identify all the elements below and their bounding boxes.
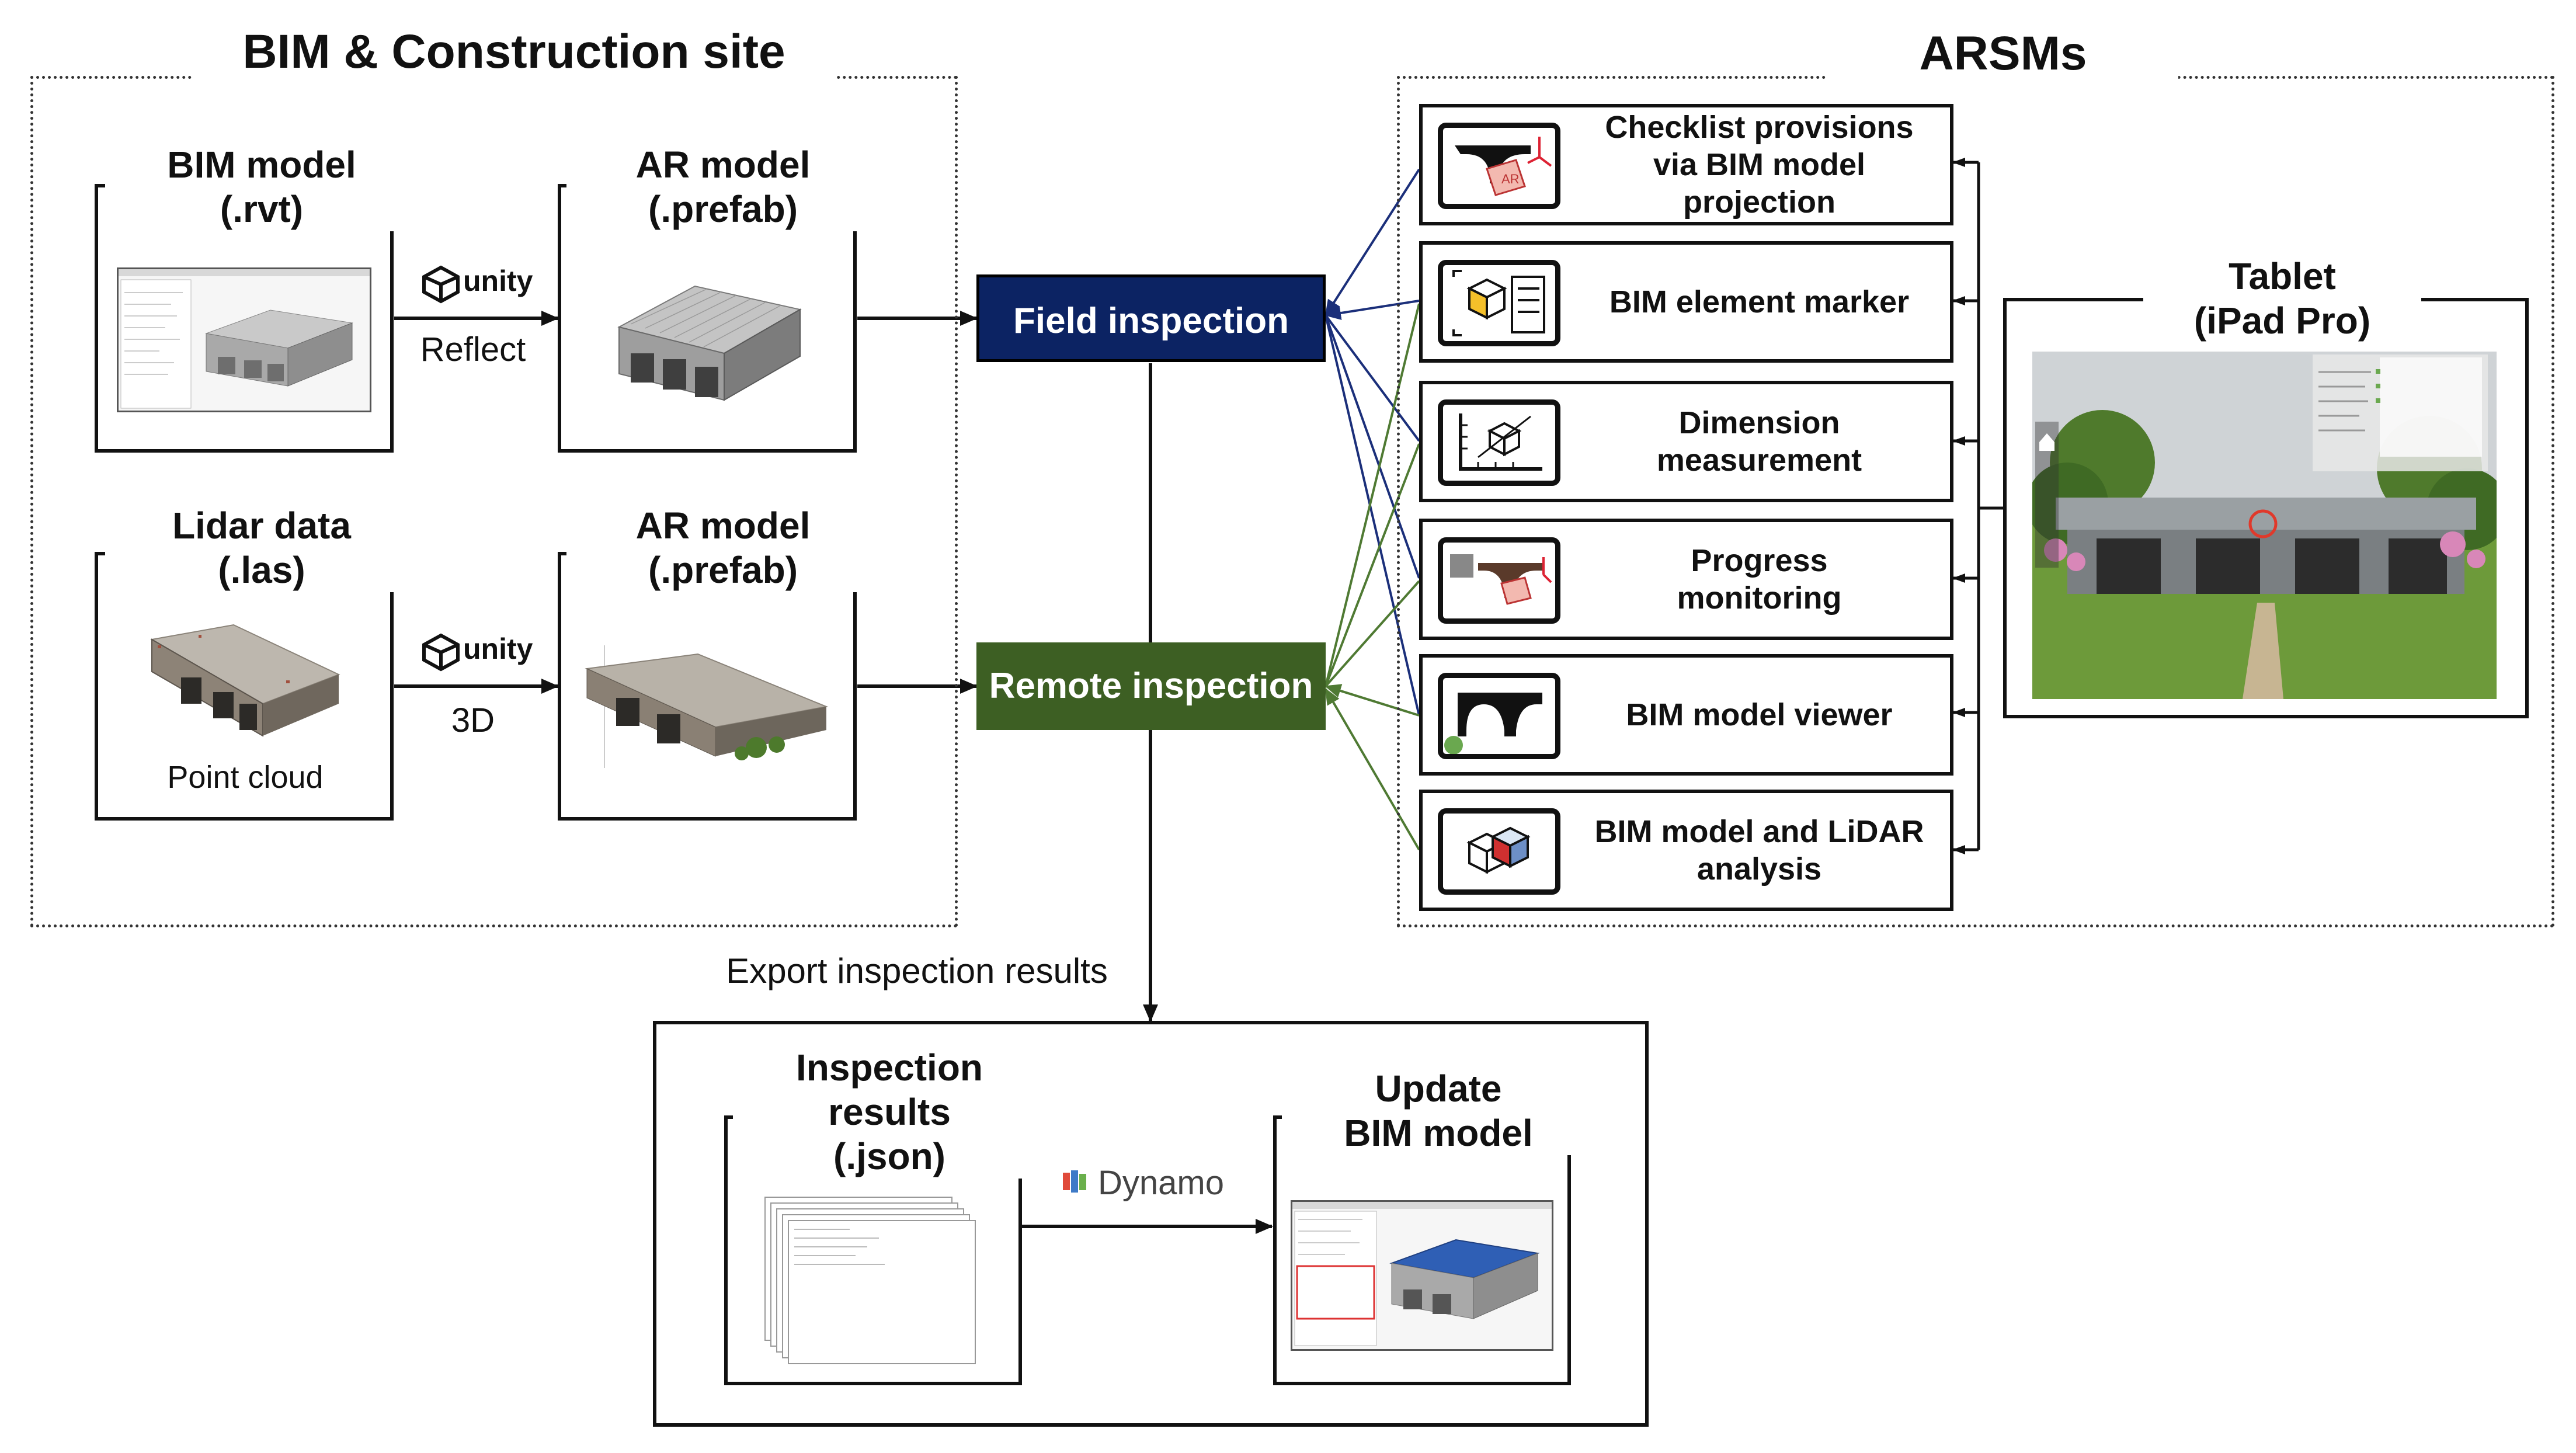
feature-dimension-line1: Dimension — [1678, 405, 1840, 440]
feature-lidar-analysis-line1: BIM model and LiDAR — [1594, 814, 1924, 849]
bridge-viewer-icon — [1438, 673, 1560, 759]
field-inspection-box: Field inspection — [976, 274, 1326, 362]
feature-progress-line2: monitoring — [1677, 580, 1842, 616]
lidar-title: Lidar data(.las) — [105, 503, 418, 592]
dynamo-label: Dynamo — [1098, 1164, 1224, 1202]
json-documents-image — [764, 1197, 976, 1364]
feature-bim-viewer-line1: BIM model viewer — [1626, 697, 1893, 732]
unity-logo-icon — [422, 265, 460, 304]
bim-model-title: BIM model(.rvt) — [105, 142, 418, 231]
export-label: Export inspection results — [726, 951, 1108, 990]
remote-inspection-box: Remote inspection — [976, 642, 1326, 730]
results-section — [653, 1021, 1649, 1427]
point-cloud-image — [150, 624, 340, 737]
feature-element-marker-line1: BIM element marker — [1609, 284, 1910, 319]
three-d-label: 3D — [451, 701, 495, 739]
revit-screenshot — [117, 267, 371, 412]
feature-lidar-analysis-line2: analysis — [1697, 851, 1822, 887]
progress-bridge-icon — [1438, 537, 1560, 624]
overlap-cubes-icon — [1438, 808, 1560, 895]
updated-bim-screenshot — [1291, 1200, 1553, 1351]
bim-construction-title: BIM & Construction site — [193, 25, 835, 79]
ar-model-render — [617, 285, 802, 401]
feature-progress-line1: Progress — [1691, 543, 1828, 578]
unity-label-top: unity — [463, 265, 533, 297]
reflect-label: Reflect — [420, 331, 526, 369]
ar-model-bottom-title: AR model(.prefab) — [566, 503, 879, 592]
bridge-ar-icon: AR — [1438, 123, 1560, 209]
tablet-title: Tablet(iPad Pro) — [2143, 254, 2421, 343]
svg-text:AR: AR — [1501, 172, 1520, 186]
ar-model-top-title: AR model(.prefab) — [566, 142, 879, 231]
unity-logo-icon — [422, 633, 460, 672]
feature-checklist-line2: via BIM model projection — [1653, 147, 1866, 220]
point-cloud-caption: Point cloud — [167, 760, 324, 795]
ar-point-cloud-render — [585, 645, 829, 768]
dynamo-logo-icon — [1062, 1168, 1089, 1195]
feature-checklist-line1: Checklist provisions — [1605, 110, 1914, 145]
feature-element-marker: BIM element marker — [1419, 241, 1953, 363]
dimension-cube-icon — [1438, 399, 1560, 486]
feature-bim-viewer: BIM model viewer — [1419, 654, 1953, 776]
cube-checklist-icon — [1438, 260, 1560, 346]
tablet-screenshot — [2032, 352, 2497, 699]
feature-dimension-line2: measurement — [1656, 443, 1862, 478]
arsms-title: ARSMs — [1828, 26, 2178, 81]
unity-label-bottom: unity — [463, 632, 533, 665]
